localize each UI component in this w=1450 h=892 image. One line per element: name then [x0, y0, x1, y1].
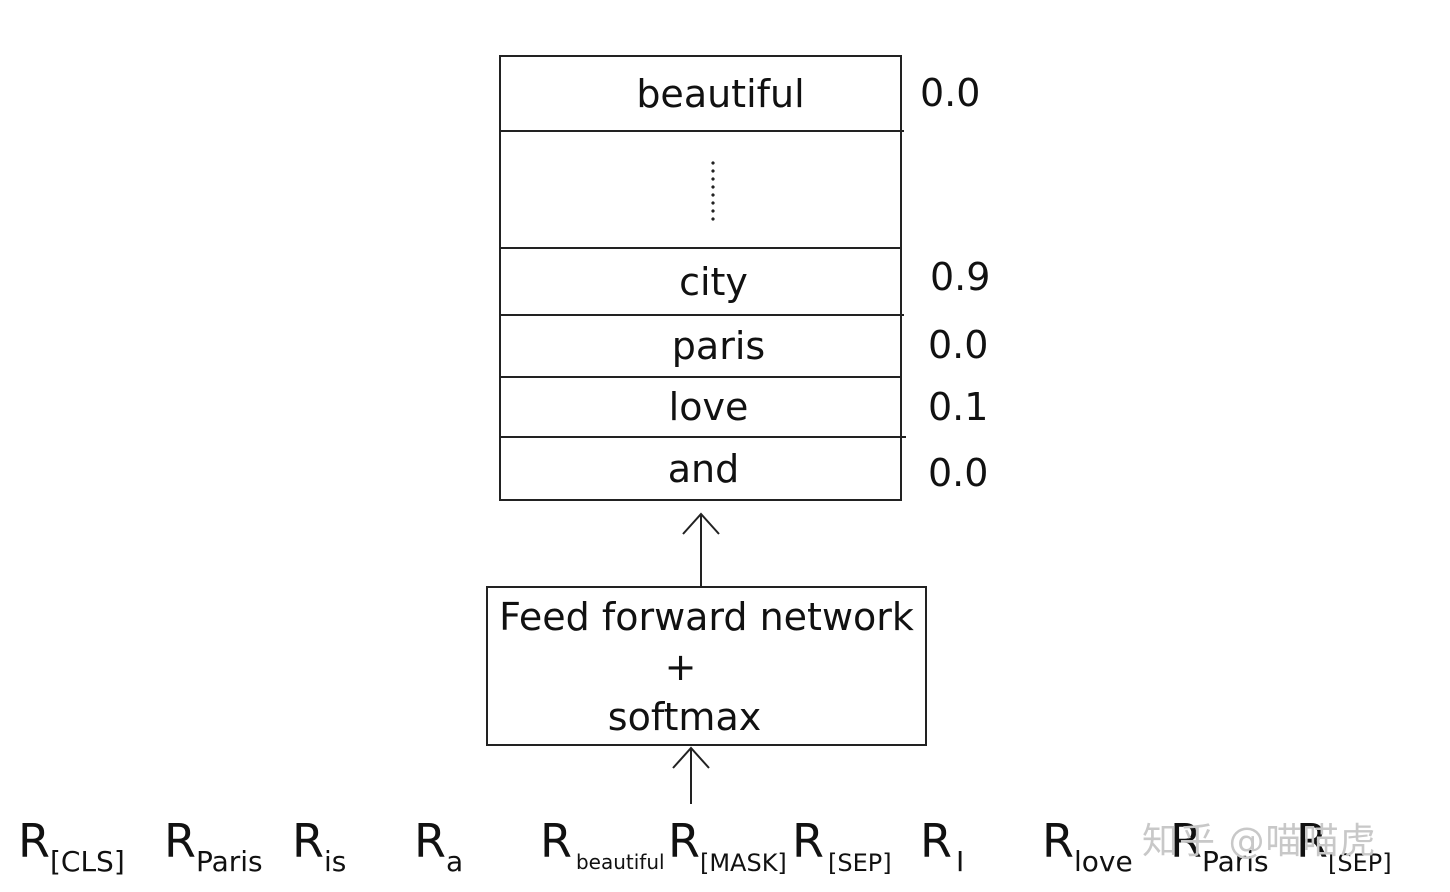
row-divider — [499, 436, 906, 438]
token-subscript: [MASK] — [699, 849, 787, 877]
token-r-mask: R[MASK] — [668, 814, 787, 877]
probability-and: 0.0 — [928, 451, 989, 495]
token-subscript: I — [955, 845, 965, 878]
plus-sign: + — [664, 645, 697, 689]
token-r-love: Rlove — [1042, 814, 1133, 878]
token-r-cls: R[CLS] — [18, 814, 125, 878]
row-divider — [499, 130, 904, 132]
vocab-row-and: and — [501, 438, 900, 500]
arrow-up-icon — [682, 512, 720, 586]
token-subscript: a — [445, 845, 464, 878]
token-r-sep-2: R[SEP] — [1296, 814, 1392, 877]
row-divider — [499, 314, 904, 316]
token-subscript: love — [1073, 845, 1133, 878]
feed-forward-softmax-box: Feed forward network + softmax — [486, 586, 927, 746]
softmax-label: softmax — [607, 695, 762, 739]
token-r-is: Ris — [292, 814, 347, 878]
token-subscript: Paris — [195, 845, 263, 878]
token-subscript: is — [323, 845, 347, 878]
probability-love: 0.1 — [928, 385, 989, 429]
arrow-up-icon — [672, 746, 710, 804]
ffn-label: Feed forward network — [499, 595, 914, 639]
vocab-word: beautiful — [636, 72, 805, 116]
vocab-row-city: city — [501, 249, 900, 315]
vocab-word: love — [668, 385, 749, 429]
vocab-row-beautiful: beautiful — [501, 57, 900, 131]
token-subscript: [CLS] — [49, 845, 125, 878]
vocab-row-love: love — [501, 378, 900, 436]
token-subscript: [SEP] — [827, 849, 892, 877]
vocab-word: paris — [671, 324, 766, 368]
probability-city: 0.9 — [930, 255, 991, 299]
token-r-sep: R[SEP] — [792, 814, 892, 877]
token-r-a: Ra — [414, 814, 464, 878]
row-divider — [499, 376, 902, 378]
token-subscript: Paris — [1201, 845, 1269, 878]
token-r-paris-2: RParis — [1170, 814, 1269, 878]
vocab-word: city — [679, 260, 748, 304]
token-subscript: beautiful — [575, 850, 665, 874]
token-subscript: [SEP] — [1327, 849, 1392, 877]
vertical-ellipsis — [711, 159, 715, 223]
vocabulary-table: beautiful city paris love and — [499, 55, 906, 501]
probability-paris: 0.0 — [928, 323, 989, 367]
probability-beautiful: 0.0 — [920, 71, 981, 115]
token-r-paris: RParis — [164, 814, 263, 878]
vocab-row-paris: paris — [501, 316, 900, 376]
row-divider — [499, 247, 902, 249]
vocab-word: and — [667, 447, 740, 491]
zhihu-watermark: 知乎 @喵喵虎 — [1142, 821, 1377, 862]
